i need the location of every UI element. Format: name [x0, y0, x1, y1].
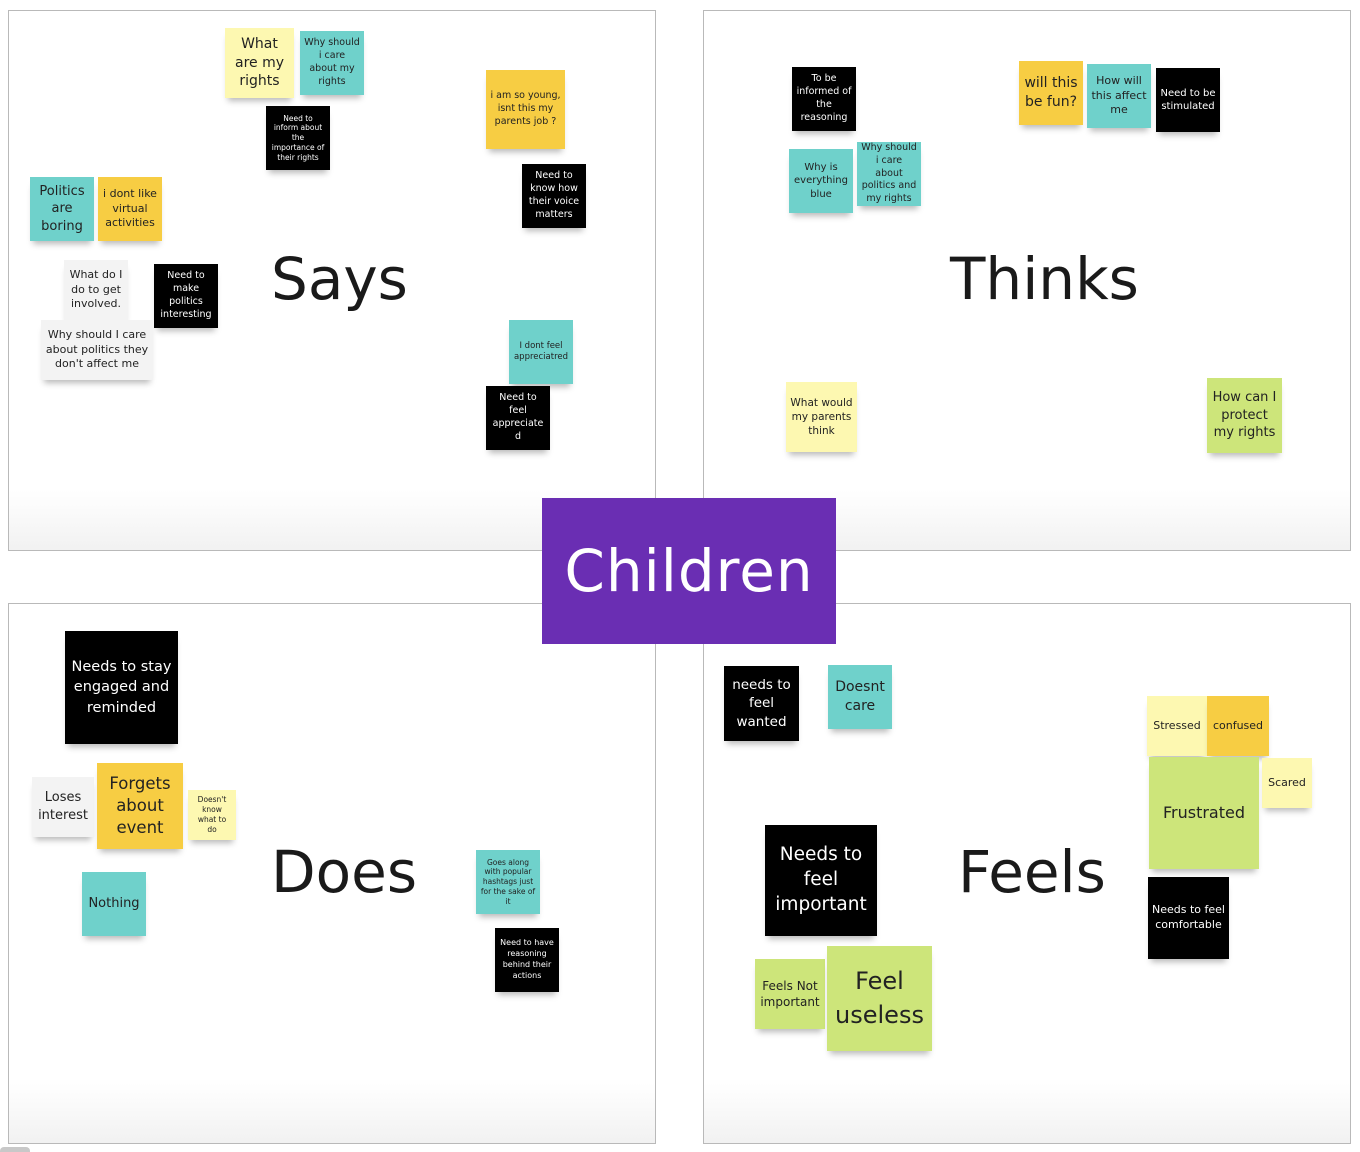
note-text: What would my parents think	[790, 396, 853, 438]
sticky-note[interactable]: Doesnt care	[828, 665, 892, 729]
sticky-note[interactable]: What are my rights	[225, 28, 294, 98]
note-text: What do I do to get involved.	[69, 267, 123, 311]
note-text: confused	[1212, 718, 1264, 732]
note-text: Need to inform about the importance of t…	[271, 113, 325, 162]
note-text: Forgets about event	[109, 773, 171, 838]
note-text: Nothing	[88, 896, 140, 912]
sticky-note[interactable]: Feels Not important	[755, 959, 825, 1029]
sticky-note[interactable]: Need to know how their voice matters	[522, 164, 586, 228]
sticky-note[interactable]: needs to feel wanted	[724, 666, 799, 741]
sticky-note[interactable]: To be informed of the reasoning	[792, 67, 856, 131]
sticky-note[interactable]: Nothing	[82, 872, 146, 936]
sticky-note[interactable]: What would my parents think	[786, 382, 857, 452]
sticky-note[interactable]: Scared	[1262, 758, 1312, 808]
quadrant-label-thinks: Thinks	[950, 245, 1139, 313]
note-text: Need to be stimulated	[1160, 87, 1216, 113]
note-text: Why should i care about politics and my …	[861, 142, 917, 205]
note-text: Needs to stay engaged and reminded	[71, 659, 172, 716]
sticky-note[interactable]: i dont like virtual activities	[98, 177, 162, 241]
sticky-note[interactable]: Feel useless	[827, 946, 932, 1051]
sticky-note[interactable]: Politics are boring	[30, 177, 94, 241]
note-text: Goes along with popular hashtags just fo…	[480, 857, 536, 906]
sticky-note[interactable]: Need to be stimulated	[1156, 68, 1220, 132]
note-text: needs to feel wanted	[732, 677, 791, 730]
note-text: i dont like virtual activities	[103, 186, 157, 230]
note-text: Why is everything blue	[794, 161, 848, 200]
center-title: Children	[564, 537, 814, 605]
sticky-note[interactable]: I dont feel appreciatred	[509, 320, 573, 384]
sticky-note[interactable]: confused	[1207, 696, 1269, 756]
note-text: Need to have reasoning behind their acti…	[500, 938, 554, 980]
sticky-note[interactable]: How will this affect me	[1087, 64, 1151, 128]
quadrant-label-says: Says	[271, 245, 408, 313]
sticky-note[interactable]: How can I protect my rights	[1207, 378, 1282, 453]
sticky-note[interactable]: Forgets about event	[97, 763, 183, 849]
panel-fade	[704, 1083, 1350, 1143]
note-text: Need to feel appreciated	[492, 392, 544, 442]
sticky-note[interactable]: Why should i care about politics and my …	[857, 142, 921, 206]
note-text: Needs to feel comfortable	[1152, 903, 1225, 931]
sticky-note[interactable]: Need to make politics interesting	[154, 264, 218, 328]
note-text: Needs to feel important	[775, 844, 867, 915]
note-text: i am so young, isnt this my parents job …	[490, 90, 561, 127]
sticky-note[interactable]: What do I do to get involved.	[64, 260, 128, 320]
sticky-note[interactable]: Loses interest	[32, 777, 94, 837]
sticky-note[interactable]: Frustrated	[1149, 757, 1259, 869]
scroll-tab[interactable]	[0, 1147, 30, 1152]
note-text: Why should i care about my rights	[304, 37, 360, 87]
sticky-note[interactable]: Doesn't know what to do	[188, 790, 236, 840]
note-text: Frustrated	[1162, 803, 1246, 823]
note-text: Feels Not important	[760, 978, 820, 1009]
note-text: Why should I care about politics they do…	[45, 327, 149, 371]
sticky-note[interactable]: Needs to feel comfortable	[1148, 877, 1229, 959]
note-text: How can I protect my rights	[1212, 390, 1277, 441]
note-text: will this be fun?	[1024, 75, 1078, 110]
note-text: What are my rights	[234, 35, 284, 90]
sticky-note[interactable]: Need to have reasoning behind their acti…	[495, 928, 559, 992]
sticky-note[interactable]: Goes along with popular hashtags just fo…	[476, 850, 540, 914]
sticky-note[interactable]: Why should I care about politics they do…	[41, 320, 153, 380]
sticky-note[interactable]: Why is everything blue	[789, 149, 853, 213]
quadrant-label-does: Does	[271, 838, 418, 906]
note-text: Doesnt care	[835, 679, 885, 714]
sticky-note[interactable]: Needs to stay engaged and reminded	[65, 631, 178, 744]
note-text: Stressed	[1153, 718, 1201, 732]
sticky-note[interactable]: Why should i care about my rights	[300, 31, 364, 95]
quadrant-feels	[703, 603, 1351, 1144]
sticky-note[interactable]: i am so young, isnt this my parents job …	[486, 70, 565, 149]
note-text: Doesn't know what to do	[197, 794, 227, 835]
note-text: Scared	[1268, 775, 1306, 789]
sticky-note[interactable]: Needs to feel important	[765, 825, 877, 936]
note-text: How will this affect me	[1091, 73, 1147, 117]
note-text: To be informed of the reasoning	[796, 73, 852, 123]
note-text: Loses interest	[38, 790, 88, 823]
note-text: Need to make politics interesting	[160, 270, 212, 320]
panel-fade	[9, 1083, 655, 1143]
sticky-note[interactable]: Stressed	[1147, 696, 1207, 756]
note-text: Need to know how their voice matters	[528, 170, 580, 220]
quadrant-label-feels: Feels	[958, 838, 1106, 906]
sticky-note[interactable]: Need to inform about the importance of t…	[266, 106, 330, 170]
note-text: I dont feel appreciatred	[513, 340, 569, 362]
sticky-note[interactable]: Need to feel appreciated	[486, 386, 550, 450]
note-text: Politics are boring	[39, 183, 85, 234]
sticky-note[interactable]: will this be fun?	[1019, 61, 1083, 125]
center-title-box[interactable]: Children	[542, 498, 836, 644]
note-text: Feel useless	[835, 966, 924, 1029]
